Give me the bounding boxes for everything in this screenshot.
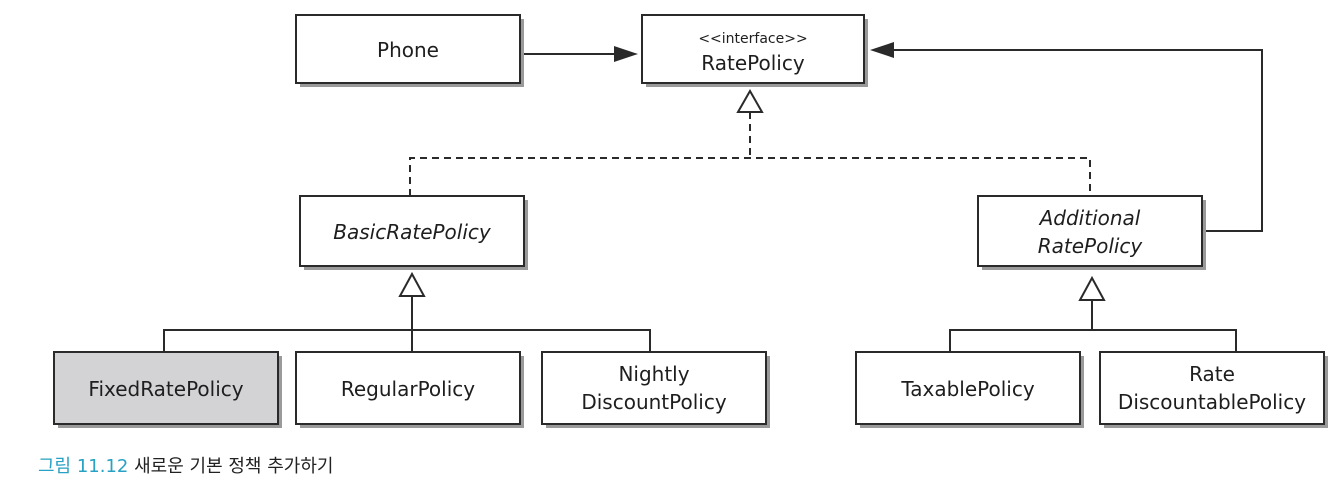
additionalratepolicy-class: Additional RatePolicy xyxy=(977,195,1206,270)
ratepolicy-label: RatePolicy xyxy=(701,51,805,75)
interface-stereotype: <<interface>> xyxy=(698,31,807,47)
class-diagram: Phone <<interface>> RatePolicy BasicRate… xyxy=(53,14,1328,428)
ratediscountablepolicy-label-line1: Rate xyxy=(1189,362,1235,386)
taxablepolicy-class: TaxablePolicy xyxy=(855,351,1084,428)
nightlydiscountpolicy-class: Nightly DiscountPolicy xyxy=(541,351,770,428)
realization-branches xyxy=(409,157,1091,196)
phone-class: Phone xyxy=(295,14,524,87)
ratediscountablepolicy-label-line2: DiscountablePolicy xyxy=(1118,390,1306,414)
ratepolicy-interface: <<interface>> RatePolicy xyxy=(641,14,868,87)
fixedratepolicy-class: FixedRatePolicy xyxy=(53,351,282,428)
additionalratepolicy-label-line1: Additional xyxy=(1038,206,1141,230)
additional-arrowhead-icon xyxy=(870,42,894,58)
regularpolicy-class: RegularPolicy xyxy=(295,351,524,428)
realization-triangle-icon xyxy=(736,88,764,113)
additional-generalization-triangle-icon xyxy=(1078,275,1106,301)
figure-caption-text: 새로운 기본 정책 추가하기 xyxy=(134,456,334,477)
taxablepolicy-label: TaxablePolicy xyxy=(900,377,1035,401)
basicratepolicy-label: BasicRatePolicy xyxy=(333,220,492,244)
fixedratepolicy-label: FixedRatePolicy xyxy=(88,377,243,401)
figure-caption: 그림 11.12 새로운 기본 정책 추가하기 xyxy=(38,452,333,478)
phone-arrowhead-icon xyxy=(614,46,638,62)
figure-number: 그림 11.12 xyxy=(38,456,129,477)
basicratepolicy-class: BasicRatePolicy xyxy=(299,195,528,270)
additional-generalization-branches xyxy=(949,329,1237,352)
ratediscountablepolicy-class: Rate DiscountablePolicy xyxy=(1099,351,1328,428)
nightlydiscountpolicy-label-line2: DiscountPolicy xyxy=(581,390,726,414)
regularpolicy-label: RegularPolicy xyxy=(341,377,475,401)
nightlydiscountpolicy-label-line1: Nightly xyxy=(618,362,689,386)
basic-generalization-branches xyxy=(163,329,651,352)
additional-to-ratepolicy-line xyxy=(890,49,1263,232)
connectors xyxy=(163,42,1263,352)
basic-generalization-triangle-icon xyxy=(398,271,426,297)
additionalratepolicy-label-line2: RatePolicy xyxy=(1038,234,1144,258)
phone-label: Phone xyxy=(377,38,439,62)
